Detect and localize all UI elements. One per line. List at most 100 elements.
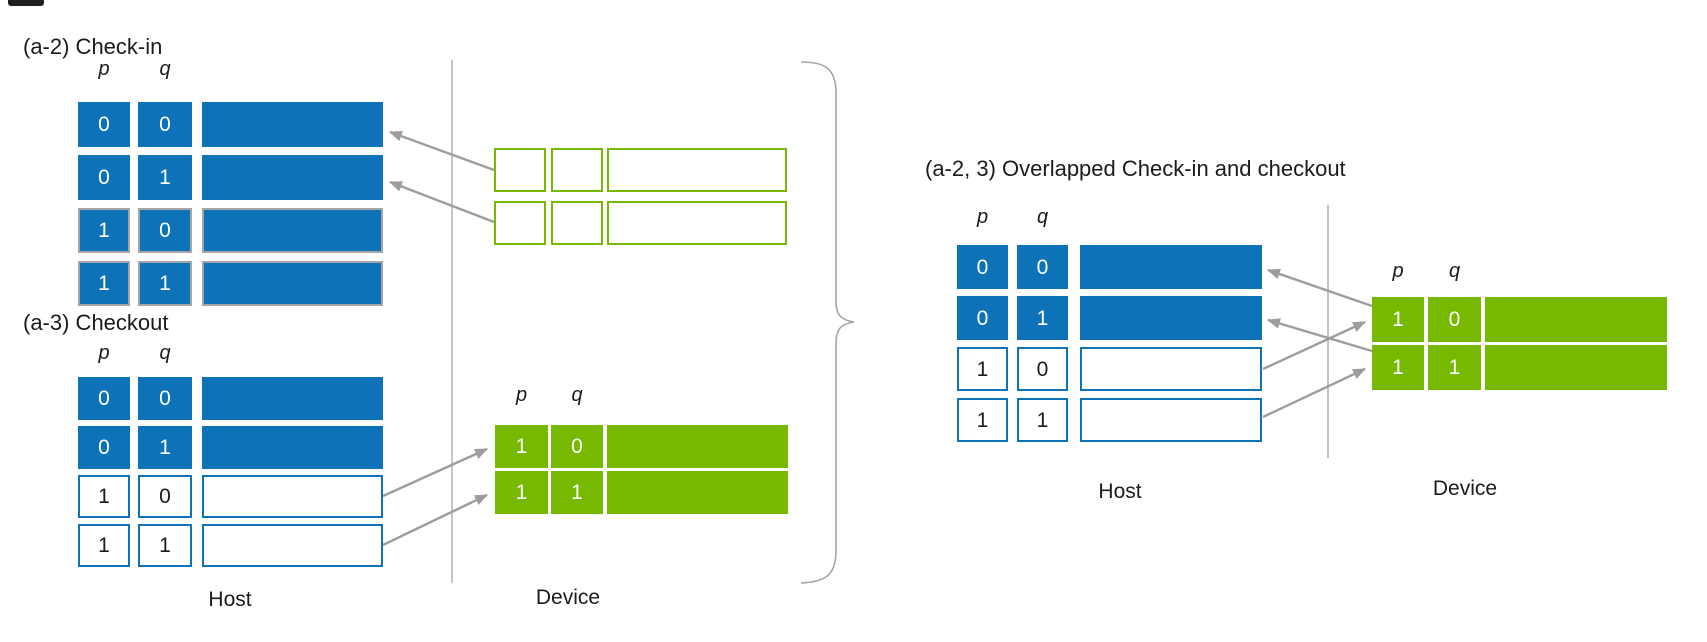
cell-p: 1 — [1372, 345, 1424, 390]
cell-p: 0 — [957, 296, 1008, 340]
table-row — [494, 201, 787, 245]
overlap-checkout-arrow-icon-1 — [1262, 320, 1366, 371]
cell-p: 1 — [957, 398, 1008, 442]
cell-bar — [202, 426, 383, 469]
checkout-pq-header: p q — [78, 342, 192, 365]
cell-p: 0 — [78, 155, 130, 200]
cell-bar — [202, 475, 383, 518]
col-label-q: q — [159, 342, 171, 364]
cell-q: 0 — [1017, 347, 1068, 391]
cell-bar — [607, 425, 788, 468]
cell-bar — [1080, 296, 1262, 340]
cell-bar — [1485, 345, 1667, 390]
cell-q: 1 — [138, 261, 192, 306]
checkin-arrow-icon-2 — [388, 180, 495, 224]
cell-bar — [1080, 398, 1262, 442]
cell-p — [494, 148, 546, 192]
device-pq-header: p q — [495, 384, 603, 407]
checkout-arrow-icon-2 — [382, 493, 488, 547]
cell-p: 0 — [957, 245, 1008, 289]
cell-q: 1 — [551, 471, 603, 514]
overlap-host-pq-header: p q — [957, 206, 1068, 229]
cell-p: 1 — [1372, 297, 1424, 342]
col-label-p: p — [1392, 260, 1404, 282]
cell-p — [494, 201, 546, 245]
col-label-q: q — [1036, 206, 1049, 228]
section-title-overlapped: (a-2, 3) Overlapped Check-in and checkou… — [925, 156, 1346, 181]
cell-bar — [202, 524, 383, 567]
cell-bar — [607, 201, 787, 245]
checkin-arrow-icon-1 — [388, 130, 495, 172]
cell-q — [551, 201, 603, 245]
cell-q: 1 — [138, 155, 192, 200]
cell-bar — [607, 471, 788, 514]
cell-q: 0 — [1428, 297, 1481, 342]
cell-bar — [202, 155, 383, 200]
cell-q: 0 — [138, 208, 192, 253]
cell-p: 1 — [78, 475, 130, 518]
cell-q: 1 — [138, 524, 192, 567]
cell-p: 1 — [78, 524, 130, 567]
cell-p: 0 — [78, 426, 130, 469]
col-label-p: p — [515, 384, 528, 406]
cell-bar — [202, 377, 383, 420]
cell-q: 1 — [138, 426, 192, 469]
col-label-q: q — [1448, 260, 1461, 282]
cropped-edge-artifact — [8, 0, 44, 6]
cell-p: 0 — [78, 102, 130, 147]
device-buffer-rows — [494, 148, 787, 254]
overlap-checkin-arrow-icon-1 — [1266, 268, 1373, 308]
cell-q: 0 — [138, 102, 192, 147]
cell-q: 0 — [138, 377, 192, 420]
section-title-checkout: (a-3) Checkout — [23, 310, 169, 335]
col-label-q: q — [159, 58, 171, 80]
checkout-arrow-icon-1 — [382, 447, 488, 498]
overlap-checkout-arrow-icon-2 — [1262, 367, 1366, 419]
section-title-checkin: (a-2) Check-in — [23, 34, 163, 59]
cell-bar — [607, 148, 787, 192]
cell-q: 1 — [1428, 345, 1481, 390]
cell-bar — [1080, 347, 1262, 391]
cell-p: 1 — [495, 425, 548, 468]
cell-q: 1 — [1017, 296, 1068, 340]
device-label-right: Device — [1432, 477, 1498, 500]
cell-p: 1 — [957, 347, 1008, 391]
cell-bar — [1485, 297, 1667, 342]
checkin-pq-header: p q — [78, 58, 192, 81]
overlap-checkin-arrow-icon-2 — [1266, 318, 1373, 353]
cell-p: 1 — [495, 471, 548, 514]
cell-bar — [202, 208, 383, 253]
device-label-left: Device — [535, 586, 601, 609]
col-label-p: p — [976, 206, 989, 228]
grouping-brace-icon — [800, 61, 855, 584]
cell-q — [551, 148, 603, 192]
col-label-p: p — [98, 342, 110, 364]
col-label-p: p — [98, 58, 110, 80]
cell-q: 0 — [138, 475, 192, 518]
cell-p: 1 — [78, 208, 130, 253]
cell-q: 1 — [1017, 398, 1068, 442]
cell-bar — [202, 102, 383, 147]
table-row — [494, 148, 787, 192]
cell-q: 0 — [551, 425, 603, 468]
cell-bar — [1080, 245, 1262, 289]
